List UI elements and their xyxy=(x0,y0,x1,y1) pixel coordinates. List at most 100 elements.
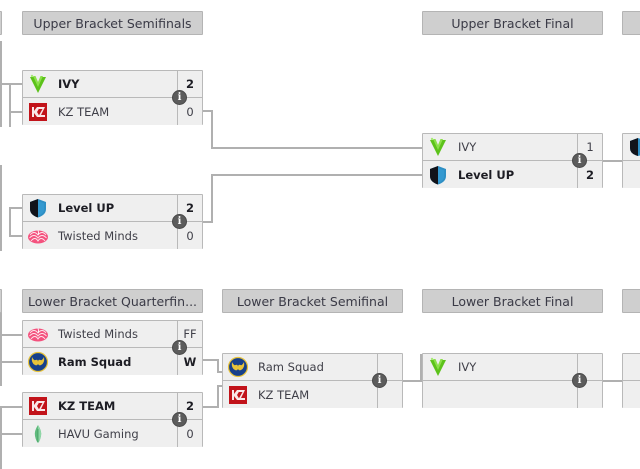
match-lower-final[interactable]: IVY xyxy=(422,353,603,408)
match-opponent-row-bottom[interactable]: KZ TEAM 0 xyxy=(23,98,202,125)
match-info-icon[interactable]: i xyxy=(172,214,187,229)
connector xyxy=(211,174,213,223)
connector xyxy=(217,359,219,373)
connector xyxy=(603,380,623,382)
connector xyxy=(0,334,2,362)
match-opponent-row[interactable] xyxy=(623,134,640,161)
connector xyxy=(211,110,213,149)
match-lower-final-next-partial[interactable] xyxy=(622,353,640,408)
team-name: IVY xyxy=(458,140,477,154)
ivy-logo xyxy=(423,135,453,160)
team-name: KZ TEAM xyxy=(258,387,310,402)
connector xyxy=(211,174,422,176)
match-opponent-row-top[interactable]: Twisted Minds FF xyxy=(23,321,202,348)
round-header-lower-bracket-final[interactable]: Lower Bracket Final xyxy=(422,289,603,313)
match-upper-final[interactable]: IVY 1 Level UP 2 xyxy=(422,133,603,188)
match-grand-final-partial[interactable] xyxy=(622,133,640,188)
twisted-minds-logo xyxy=(23,322,53,347)
connector xyxy=(0,207,2,251)
connector xyxy=(0,83,11,85)
match-opponent-row[interactable] xyxy=(623,354,640,381)
match-info-icon[interactable]: i xyxy=(172,412,187,427)
match-opponent-row-bottom[interactable]: Ram Squad W xyxy=(23,348,202,375)
team-name: IVY xyxy=(458,360,477,374)
team-name: KZ TEAM xyxy=(58,399,116,413)
round-header-upper-bracket-semifinals[interactable]: Upper Bracket Semifinals xyxy=(22,11,203,35)
team-score: 2 xyxy=(177,393,202,419)
connector xyxy=(0,361,2,386)
match-lower-semifinal[interactable]: Ram Squad KZ TEAM xyxy=(222,353,403,408)
connector xyxy=(9,207,11,237)
match-info-icon[interactable]: i xyxy=(372,373,387,388)
connector xyxy=(0,433,2,469)
connector xyxy=(0,406,2,434)
match-upper-semifinal-1[interactable]: IVY 2 KZ TEAM 0 xyxy=(22,70,203,125)
round-header-grand-final-partial xyxy=(622,11,640,35)
match-opponent-row-bottom[interactable]: HAVU Gaming 0 xyxy=(23,420,202,447)
team-score: FF xyxy=(177,321,202,347)
match-opponent-row[interactable] xyxy=(623,161,640,188)
connector xyxy=(203,406,219,408)
team-name: Level UP xyxy=(58,201,115,215)
kz-team-logo xyxy=(23,99,53,124)
match-opponent-row-bottom[interactable] xyxy=(423,381,602,408)
round-header-partial-left xyxy=(0,11,2,35)
match-opponent-row-bottom[interactable]: Level UP 2 xyxy=(423,161,602,188)
team-score xyxy=(577,381,602,408)
connector xyxy=(0,165,2,207)
round-header-lower-bracket-quarterfinals[interactable]: Lower Bracket Quarterfin... xyxy=(22,289,203,313)
match-info-icon[interactable]: i xyxy=(172,340,187,355)
team-logo xyxy=(623,382,640,407)
twisted-minds-logo xyxy=(23,223,53,248)
team-name: Ram Squad xyxy=(58,354,132,369)
team-score: 0 xyxy=(177,98,202,125)
team-score: 0 xyxy=(177,222,202,249)
connector xyxy=(9,83,23,85)
match-info-icon[interactable]: i xyxy=(572,373,587,388)
connector xyxy=(0,334,23,336)
match-info-icon[interactable]: i xyxy=(572,153,587,168)
level-up-logo xyxy=(623,135,640,160)
team-name: Twisted Minds xyxy=(58,228,138,243)
team-score xyxy=(577,354,602,380)
connector xyxy=(9,111,23,113)
team-score: 2 xyxy=(177,195,202,221)
team-score: 2 xyxy=(577,161,602,188)
level-up-logo xyxy=(423,162,453,187)
connector xyxy=(0,41,2,83)
match-info-icon[interactable]: i xyxy=(172,90,187,105)
team-score xyxy=(377,381,402,408)
team-name: Level UP xyxy=(458,167,515,182)
level-up-logo xyxy=(23,196,53,221)
team-score: 1 xyxy=(577,134,602,160)
team-logo xyxy=(623,162,640,187)
team-score xyxy=(377,354,402,380)
round-header-lower-partial xyxy=(622,289,640,313)
ram-squad-logo xyxy=(223,355,253,380)
connector xyxy=(217,385,219,408)
kz-team-logo xyxy=(223,382,253,407)
match-opponent-row-bottom[interactable]: KZ TEAM xyxy=(223,381,402,408)
kz-team-logo xyxy=(23,394,53,419)
team-name: Ram Squad xyxy=(258,360,324,374)
connector xyxy=(420,354,422,382)
team-score: W xyxy=(177,348,202,375)
connector xyxy=(603,160,623,162)
team-name: IVY xyxy=(58,77,80,91)
round-header-lower-bracket-semifinal[interactable]: Lower Bracket Semifinal xyxy=(222,289,403,313)
team-name: KZ TEAM xyxy=(58,104,110,119)
round-header-upper-bracket-final[interactable]: Upper Bracket Final xyxy=(422,11,603,35)
match-opponent-row[interactable] xyxy=(623,381,640,408)
match-opponent-row-bottom[interactable]: Twisted Minds 0 xyxy=(23,222,202,249)
connector xyxy=(0,300,2,335)
team-name: Twisted Minds xyxy=(58,327,138,341)
connector xyxy=(203,221,213,223)
connector xyxy=(0,361,23,363)
round-header-partial-left-lower xyxy=(0,289,2,313)
connector xyxy=(0,83,2,127)
connector xyxy=(203,359,219,361)
havu-gaming-logo xyxy=(23,421,53,446)
ram-squad-logo xyxy=(23,349,53,374)
team-logo xyxy=(623,355,640,380)
